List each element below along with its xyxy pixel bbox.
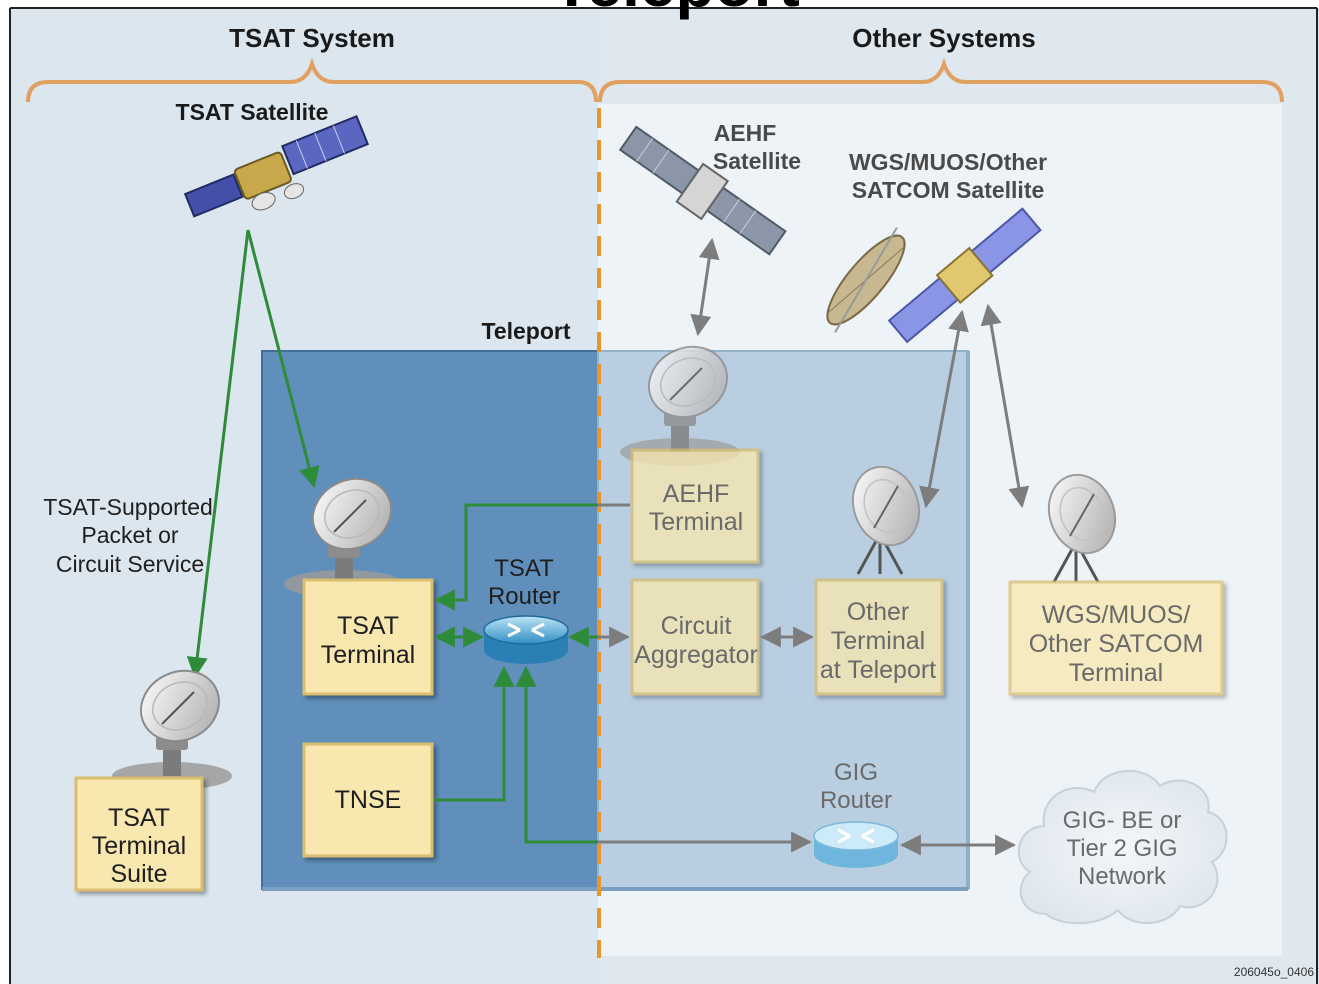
wgs-terminal-label-3: Terminal [1069,659,1163,687]
aehf-satellite-icon [618,125,787,256]
tsat-terminal-label-1: TSAT [337,612,399,640]
other-terminal-label-3: at Teleport [820,656,936,684]
tsat-terminal-box [302,578,434,696]
other-terminal-label-2: Terminal [831,627,925,655]
gig-router-label-1: GIG [834,759,878,786]
aehf-terminal-box [630,448,760,564]
link-tsat-sat-to-suite [186,229,250,679]
aehf-terminal-label-1: AEHF [663,480,730,508]
link-router-gig [515,665,598,844]
tsat-system-heading: TSAT System [229,23,395,53]
circuit-aggregator-label-2: Aggregator [634,641,758,669]
wgs-terminal-label-1: WGS/MUOS/ [1042,601,1191,629]
teleport-label: Teleport [481,318,570,344]
aehf-satellite-label-1: AEHF [714,120,777,146]
tnse-box [302,742,434,858]
link-tnse-router [434,665,515,802]
other-systems-heading: Other Systems [852,23,1036,53]
wgs-terminal-box [1008,580,1224,696]
tsat-terminal-label-2: Terminal [321,641,415,669]
tsat-terminal-suite-label-2: Terminal [92,832,186,860]
service-label-3: Circuit Service [56,551,204,577]
tsat-router-label-2: Router [488,583,560,610]
cloud-label-1: GIG- BE or [1063,807,1182,834]
tsat-terminal-suite-label-1: TSAT [108,804,170,832]
other-terminal-label-1: Other [847,598,910,626]
gig-router-label-2: Router [820,787,892,814]
cloud-label-3: Network [1078,863,1167,890]
other-terminal-box [814,578,944,696]
figure-id: 206045o_0406 [1234,965,1314,979]
tsat-satellite-icon [183,114,370,218]
link-aehf-to-tsat-terminal [433,503,630,611]
service-label-1: TSAT-Supported [43,494,213,520]
cloud-label-2: Tier 2 GIG [1066,835,1177,862]
tsat-terminal-suite-box [74,776,204,892]
wgs-satellite-label-2: SATCOM Satellite [852,177,1045,203]
title-fragment: Teleport [552,0,800,20]
tsat-router-label-1: TSAT [494,555,554,582]
muos-satellite-icon [826,227,906,333]
tsat-satellite-label: TSAT Satellite [176,99,329,125]
tnse-label: TNSE [335,786,402,814]
wgs-terminal-label-2: Other SATCOM [1029,630,1204,658]
link-aehf-sat-to-terminal [690,237,720,337]
gig-router-icon [813,821,899,868]
wgs-satellite-label-1: WGS/MUOS/Other [849,149,1047,175]
gig-network-cloud-icon [1017,770,1228,925]
link-tsat-sat-to-terminal [246,229,320,489]
link-wgs-sat-to-other-terminal [919,309,969,509]
circuit-aggregator-box [630,578,760,696]
other-systems-bracket [598,57,1284,103]
tsat-system-bracket [26,57,598,103]
circuit-aggregator-label-1: Circuit [661,612,732,640]
tsat-router-icon [483,615,569,664]
aehf-satellite-label-2: Satellite [713,148,801,174]
aehf-terminal-label-2: Terminal [649,508,743,536]
link-wgs-sat-to-wgs-terminal [980,303,1030,509]
service-label-2: Packet or [81,522,178,548]
tsat-terminal-suite-label-3: Suite [111,860,168,888]
